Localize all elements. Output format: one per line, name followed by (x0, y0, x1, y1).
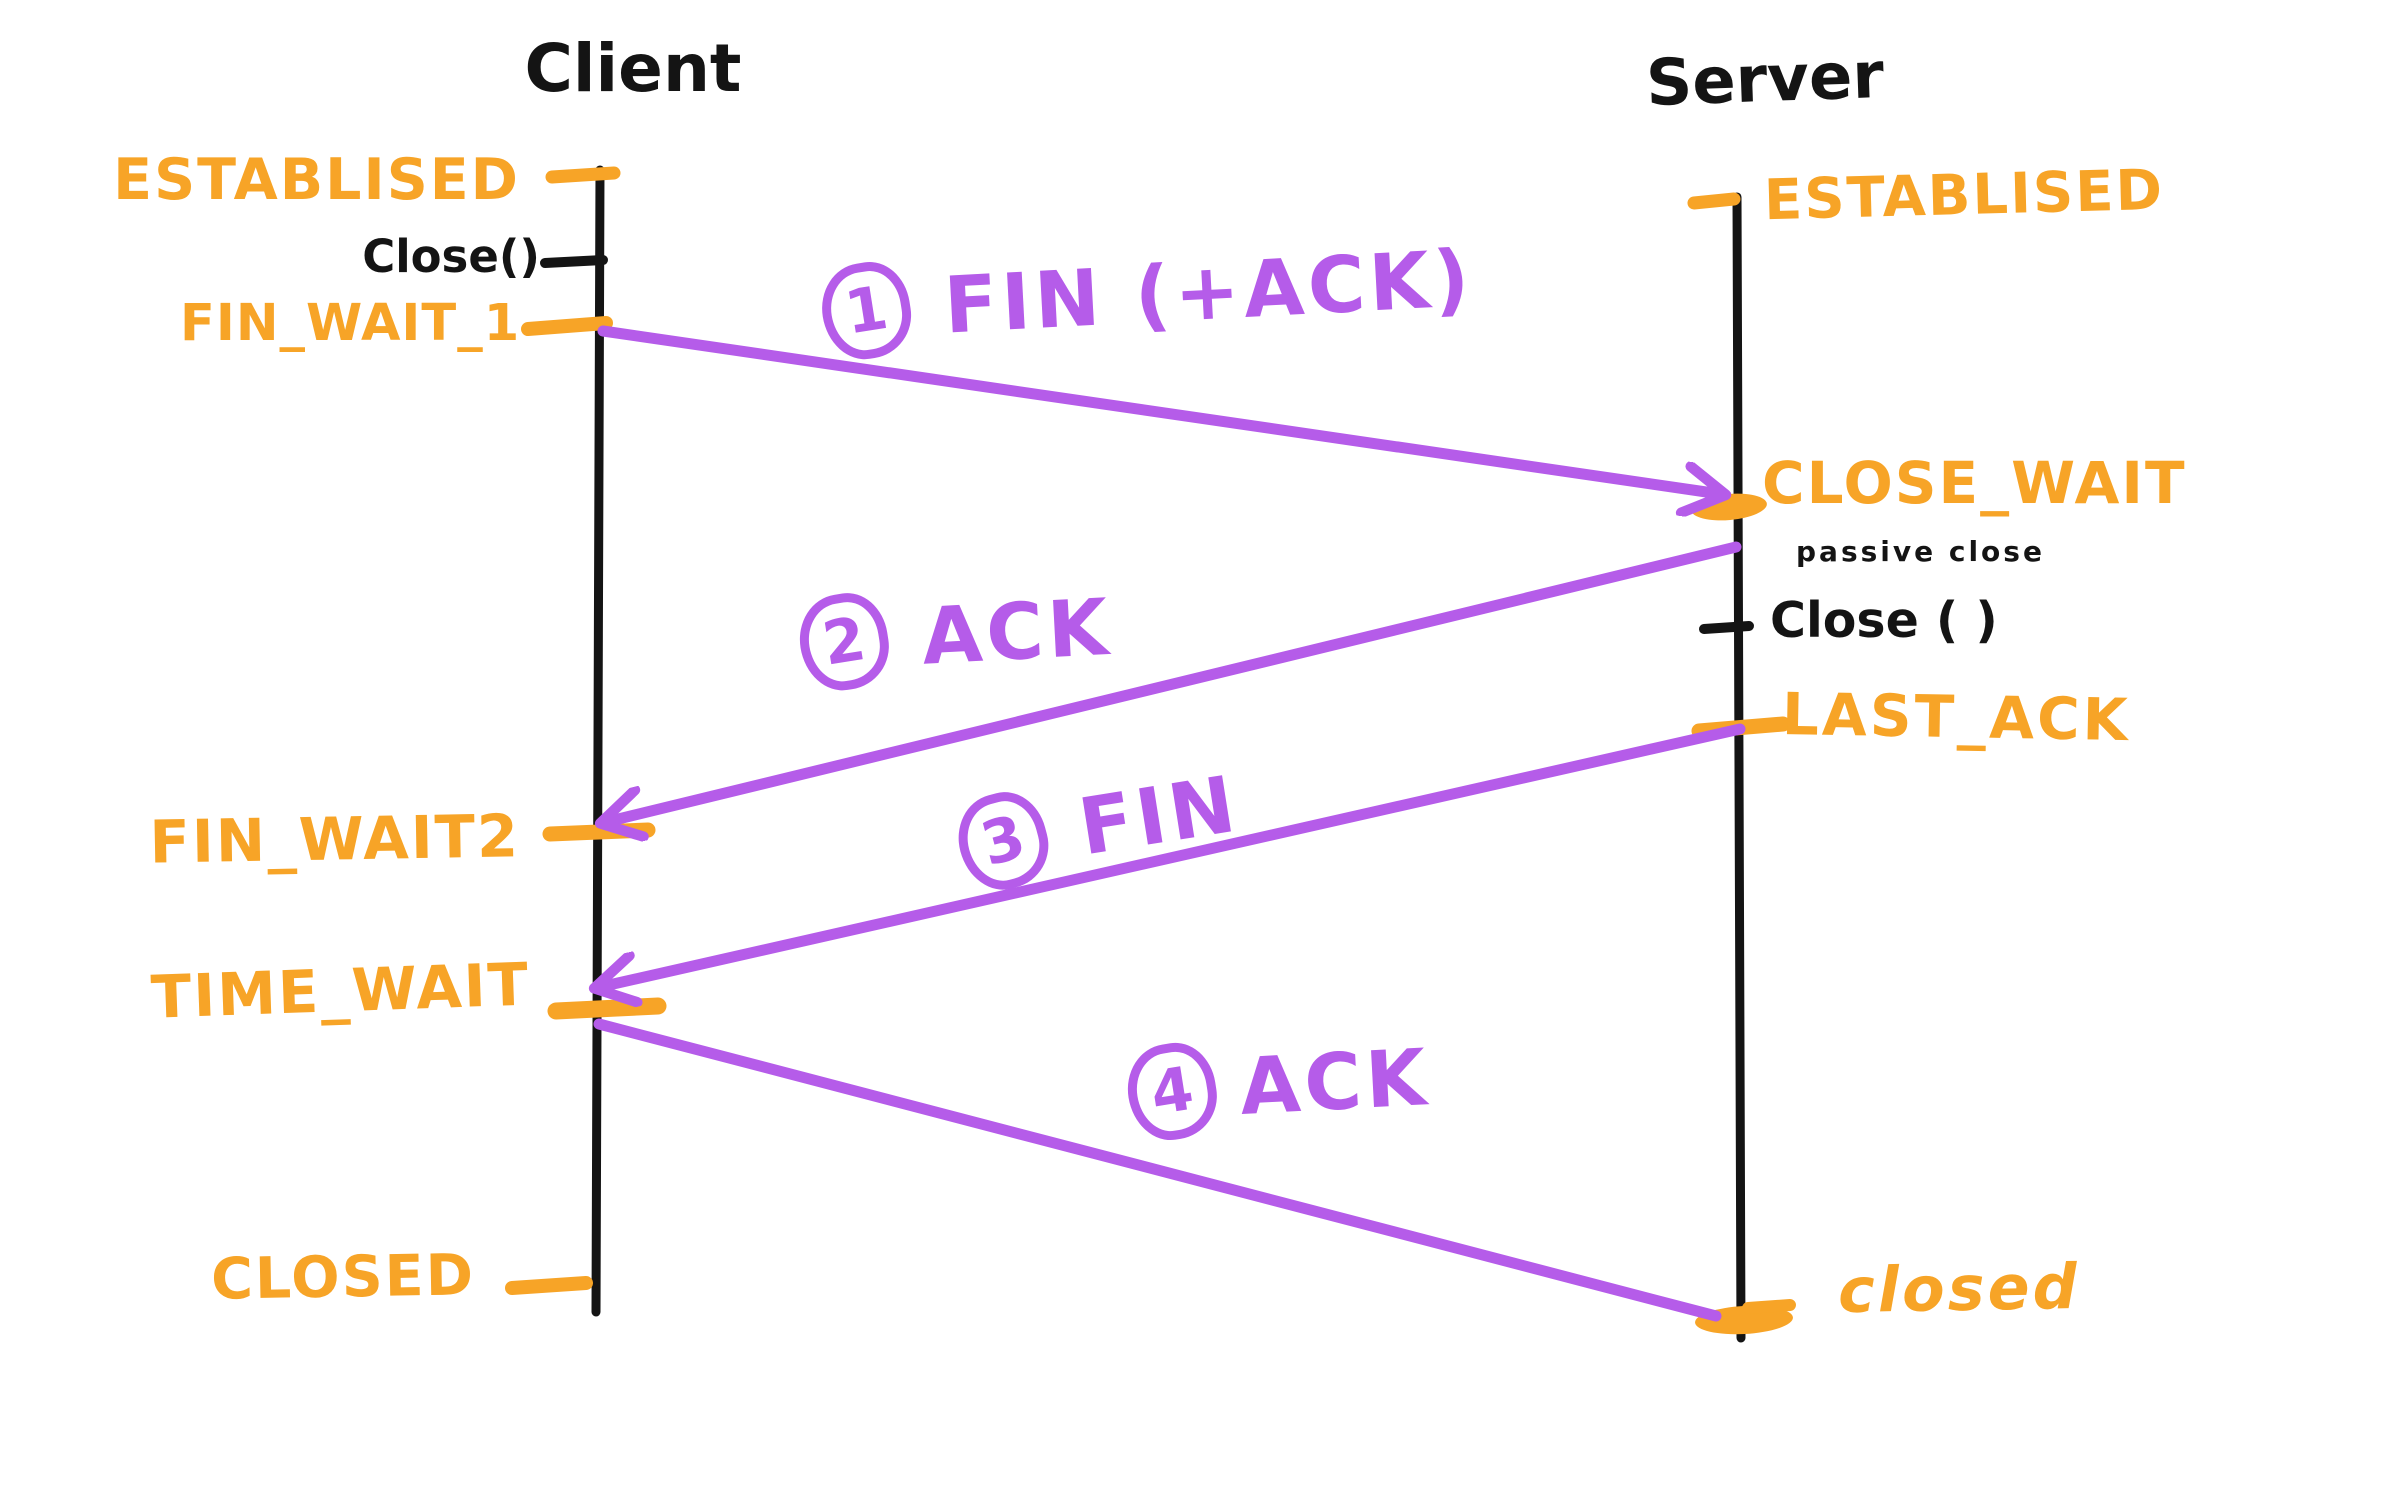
client-established-tick (545, 166, 621, 184)
client-closed-tick (505, 1276, 593, 1295)
message-4-label: ACK (1237, 1033, 1433, 1133)
arrow-fin-ack (597, 325, 1720, 494)
client-close-call: Close() (362, 230, 540, 283)
server-passive-close-note: passive close (1796, 535, 2045, 568)
client-state-fin-wait-2: FIN_WAIT2 (148, 801, 521, 877)
client-time-wait-tick (547, 997, 667, 1020)
client-state-time-wait: TIME_WAIT (149, 949, 532, 1032)
message-4-number: 4 (1121, 1037, 1224, 1146)
client-state-established: ESTABLISED (113, 147, 520, 213)
client-state-closed: CLOSED (210, 1242, 476, 1313)
message-2-ack: 2 ACK (793, 580, 1115, 697)
server-state-closed: closed (1837, 1249, 2081, 1328)
client-lifeline (591, 165, 605, 1317)
server-close-call: Close ( ) (1770, 592, 1998, 649)
server-closed-tick-dash (1742, 1299, 1796, 1314)
client-fin-wait-2-tick (542, 822, 656, 842)
server-state-close-wait: CLOSE_WAIT (1762, 449, 2187, 517)
arrow-fin (600, 723, 1746, 987)
message-1-number: 1 (815, 256, 918, 366)
server-close-tick (1699, 621, 1754, 634)
client-title: Client (524, 30, 742, 107)
server-established-tick (1687, 192, 1741, 210)
message-2-number: 2 (793, 587, 896, 697)
message-4-ack: 4 ACK (1121, 1030, 1433, 1146)
server-state-last-ack: LAST_ACK (1781, 679, 2132, 755)
message-3-number: 3 (948, 783, 1059, 899)
server-state-established: ESTABLISED (1763, 157, 2165, 234)
message-2-label: ACK (919, 582, 1115, 683)
server-lifeline (1732, 192, 1746, 1343)
arrow-last-ack (593, 1018, 1722, 1322)
arrow-ack (606, 541, 1742, 822)
client-state-fin-wait-1: FIN_WAIT_1 (180, 294, 521, 353)
client-fin-wait-1-tick (521, 316, 613, 336)
client-close-tick (540, 255, 608, 268)
server-title: Server (1644, 38, 1886, 122)
